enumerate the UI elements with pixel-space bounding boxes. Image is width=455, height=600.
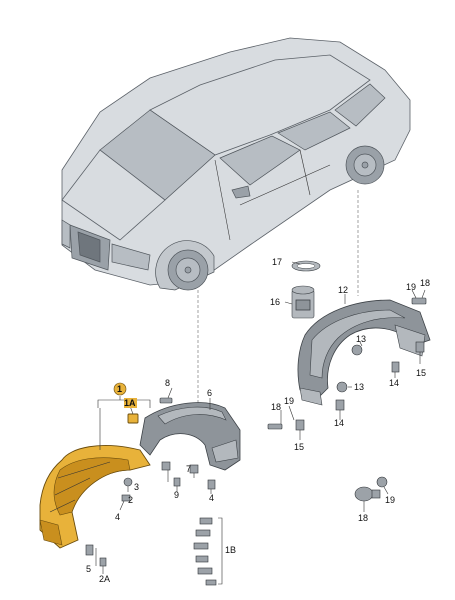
label-17: 17 [272, 257, 282, 267]
car-illustration [61, 37, 411, 291]
label-2: 2 [128, 495, 133, 505]
label-19c: 19 [385, 495, 395, 505]
label-4a: 4 [115, 512, 120, 522]
label-16: 16 [270, 297, 280, 307]
label-15b: 15 [416, 368, 426, 378]
label-15a: 15 [294, 442, 304, 452]
clip-1A [127, 413, 139, 424]
label-13a: 13 [356, 334, 366, 344]
leader-lines [95, 261, 426, 574]
label-14a: 14 [334, 418, 344, 428]
label-4b: 4 [209, 493, 214, 503]
callout-labels: 1 1A 8 6 3 2 4 5 2A 7 9 4 1B 17 16 12 13… [86, 257, 430, 584]
fasteners [85, 297, 427, 586]
label-19a: 19 [284, 396, 294, 406]
label-5: 5 [86, 564, 91, 574]
label-6: 6 [207, 388, 212, 398]
label-12: 12 [338, 285, 348, 295]
label-3: 3 [134, 482, 139, 492]
label-14b: 14 [389, 378, 399, 388]
label-18a: 18 [271, 402, 281, 412]
label-1A: 1A [124, 398, 136, 408]
label-13b: 13 [354, 382, 364, 392]
front-wheelhouse-liner-grey [139, 402, 241, 471]
label-1: 1 [117, 384, 122, 394]
label-19b: 19 [406, 282, 416, 292]
label-7: 7 [186, 464, 191, 474]
socket-16 [291, 285, 315, 319]
label-18c: 18 [358, 513, 368, 523]
label-18b: 18 [420, 278, 430, 288]
label-8: 8 [165, 378, 170, 388]
front-wheelhouse-liner-yellow [39, 445, 151, 549]
label-2A: 2A [99, 574, 110, 584]
label-1B: 1B [225, 545, 236, 555]
label-9: 9 [174, 490, 179, 500]
